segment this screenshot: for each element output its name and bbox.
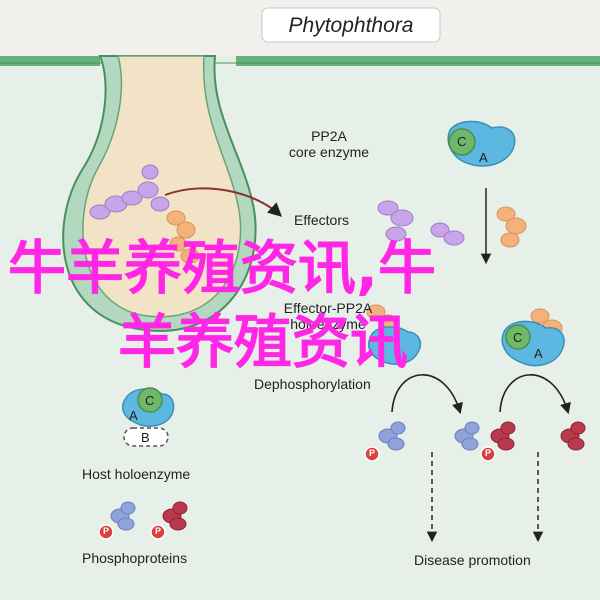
subunit-c-core — [448, 128, 476, 156]
effector-pp2a-holoenzyme-label: Effector-PP2A holoenzyme — [268, 300, 388, 332]
effector-cluster-plant — [377, 200, 527, 248]
phospho-protein-blue-2 — [454, 421, 480, 451]
effector-arrow — [164, 187, 283, 217]
phospho-protein-blue-1 — [378, 421, 406, 451]
watermark-line-1: 牛羊养殖资讯,牛 — [8, 234, 437, 302]
effector-cluster-haustorium — [89, 164, 200, 264]
disease-promotion-label: Disease promotion — [414, 552, 531, 568]
host-holoenzyme-icon — [121, 387, 175, 447]
subunit-a-letter-host: A — [129, 408, 138, 423]
pp2a-core-enzyme-label: PP2A core enzyme — [274, 128, 384, 160]
phosphate-letter-2: P — [485, 448, 492, 458]
watermark-line-2: 羊养殖资讯 — [118, 308, 409, 376]
effector-pp2a-complex-right — [501, 308, 565, 367]
page-title: Phytophthora — [288, 14, 414, 37]
core-enzyme-label: core enzyme — [288, 144, 370, 160]
host-holoenzyme-label: Host holoenzyme — [82, 466, 191, 482]
phospho-protein-red-1 — [490, 421, 516, 451]
holoenzyme-label: holoenzyme — [290, 316, 366, 332]
effector-pp2a-complex-center — [366, 304, 422, 365]
subunit-c-letter-core: C — [457, 134, 467, 149]
plant-membrane-left — [0, 56, 100, 66]
subunit-b-letter-host: B — [141, 430, 150, 445]
phosphate-letter-legend-1: P — [103, 526, 110, 536]
pp2a-core-enzyme — [447, 120, 516, 167]
dephosphorylation-label: Dephosphorylation — [254, 376, 371, 392]
dephosphorylation-arrow-1 — [391, 374, 463, 415]
effector-protein-purple — [89, 164, 170, 220]
effector-protein-orange — [166, 210, 200, 264]
subunit-c-right — [505, 324, 531, 350]
subunit-a-letter-right: A — [534, 346, 543, 361]
subunit-c-letter-host: C — [145, 393, 155, 408]
plant-membrane-right — [236, 56, 600, 66]
phosphate-group-2 — [480, 446, 496, 462]
phosphate-group-1 — [364, 446, 380, 462]
phosphate-letter-1: P — [369, 448, 376, 458]
dephosphorylation-arrow-2 — [499, 374, 571, 415]
phosphoproteins-label: Phosphoproteins — [82, 550, 188, 566]
effectors-label: Effectors — [294, 212, 349, 228]
effector-pp2a-label: Effector-PP2A — [283, 300, 373, 316]
haustorium — [62, 55, 257, 332]
phosphoproteins-legend — [98, 501, 188, 540]
subunit-c-letter-right: C — [513, 330, 523, 345]
phospho-protein-red-2 — [560, 421, 586, 451]
pp2a-label: PP2A — [311, 128, 347, 144]
subunit-a-letter-core: A — [479, 150, 488, 165]
title-box — [261, 7, 441, 43]
phosphate-letter-legend-2: P — [155, 526, 162, 536]
